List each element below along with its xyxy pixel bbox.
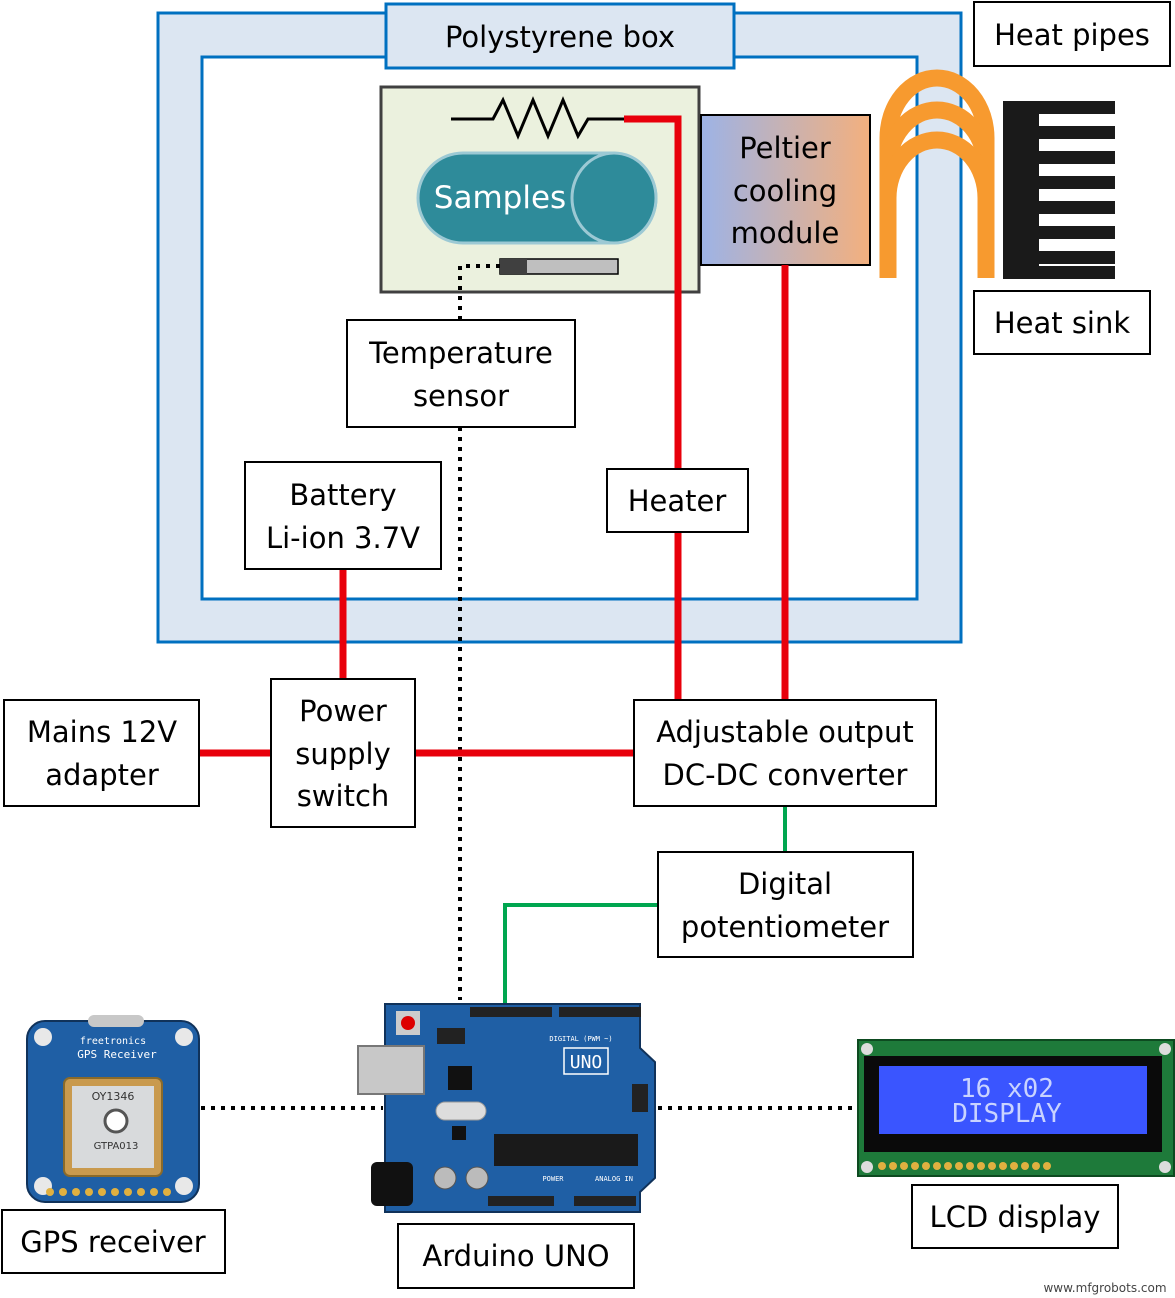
heater-label: Heater bbox=[628, 484, 727, 518]
arduino-label: Arduino UNO bbox=[422, 1239, 609, 1273]
usb-port-icon bbox=[357, 1045, 425, 1095]
peltier-label-3: module bbox=[731, 216, 840, 250]
heat-pipes-label-box: Heat pipes bbox=[973, 1, 1171, 67]
dc-converter-label-1: Adjustable output bbox=[656, 715, 914, 749]
dc-converter-label-2: DC-DC converter bbox=[663, 758, 908, 792]
battery-box: Battery Li-ion 3.7V bbox=[244, 461, 442, 570]
arduino-to-pot-wire bbox=[503, 903, 658, 1003]
temperature-sensor-label-2: sensor bbox=[413, 379, 509, 413]
microcontroller-chip-icon bbox=[494, 1134, 638, 1166]
lcd-line-2: DISPLAY bbox=[952, 1099, 1062, 1129]
gps-label-box: GPS receiver bbox=[1, 1209, 226, 1274]
heat-pipes-icon bbox=[879, 69, 995, 278]
gps-part-label: GTPA013 bbox=[94, 1141, 139, 1152]
mains-label-1: Mains 12V bbox=[27, 715, 177, 749]
gps-module-icon: freetronics GPS Receiver OY1346 GTPA013 bbox=[26, 1015, 200, 1203]
reset-button-icon bbox=[401, 1016, 415, 1030]
polystyrene-box-label: Polystyrene box bbox=[445, 20, 675, 54]
heater-box: Heater bbox=[606, 468, 749, 533]
arduino-label-box: Arduino UNO bbox=[397, 1223, 635, 1289]
heater-wire-top bbox=[624, 115, 682, 469]
lcd-label-box: LCD display bbox=[911, 1184, 1119, 1249]
heat-sink-label-box: Heat sink bbox=[973, 290, 1151, 355]
heat-sink-label: Heat sink bbox=[994, 306, 1131, 340]
temperature-sensor-label-1: Temperature bbox=[368, 336, 553, 370]
power-switch-label-3: switch bbox=[297, 779, 390, 813]
dc-jack-icon bbox=[371, 1162, 413, 1206]
temperature-sensor-box: Temperature sensor bbox=[346, 319, 576, 428]
gps-label: GPS receiver bbox=[20, 1225, 206, 1259]
battery-label-1: Battery bbox=[289, 478, 396, 512]
gps-title: GPS Receiver bbox=[77, 1048, 157, 1061]
digital-pot-label-2: potentiometer bbox=[681, 910, 889, 944]
arduino-analog-text: ANALOG IN bbox=[595, 1175, 633, 1183]
lcd-module-icon: 16 x02 DISPLAY bbox=[857, 1039, 1175, 1177]
arduino-digital-text: DIGITAL (PWM ~) bbox=[549, 1035, 612, 1043]
peltier-module: Peltier cooling module bbox=[700, 114, 871, 266]
power-switch-box: Power supply switch bbox=[270, 678, 416, 828]
lcd-screen bbox=[879, 1066, 1147, 1134]
arduino-board-icon: UNO DIGITAL (PWM ~) ANALOG IN POWER bbox=[357, 1003, 656, 1213]
power-switch-label-2: supply bbox=[295, 737, 391, 771]
power-switch-label-1: Power bbox=[299, 694, 387, 728]
arduino-power-text: POWER bbox=[542, 1175, 564, 1183]
peltier-label-1: Peltier bbox=[739, 131, 831, 165]
gps-brand: freetronics bbox=[80, 1036, 146, 1047]
dc-converter-box: Adjustable output DC-DC converter bbox=[633, 699, 937, 807]
peltier-label-2: cooling bbox=[733, 174, 837, 208]
sensor-wire-top bbox=[458, 264, 500, 320]
heater-resistor-icon bbox=[451, 96, 626, 140]
heat-pipes-label: Heat pipes bbox=[994, 18, 1150, 52]
digital-pot-label-1: Digital bbox=[738, 867, 832, 901]
gps-chip-label: OY1346 bbox=[92, 1090, 135, 1103]
watermark: www.mfgrobots.com bbox=[1043, 1281, 1166, 1295]
lcd-line-1: 16 x02 bbox=[960, 1074, 1054, 1104]
mains-label-2: adapter bbox=[45, 758, 159, 792]
mains-adapter-box: Mains 12V adapter bbox=[3, 699, 200, 807]
lcd-label: LCD display bbox=[930, 1200, 1101, 1234]
arduino-model-text: UNO bbox=[570, 1052, 603, 1073]
heat-sink-icon bbox=[1003, 101, 1115, 279]
digital-pot-box: Digital potentiometer bbox=[657, 851, 914, 958]
battery-label-2: Li-ion 3.7V bbox=[266, 521, 420, 555]
samples-label: Samples bbox=[434, 180, 566, 216]
